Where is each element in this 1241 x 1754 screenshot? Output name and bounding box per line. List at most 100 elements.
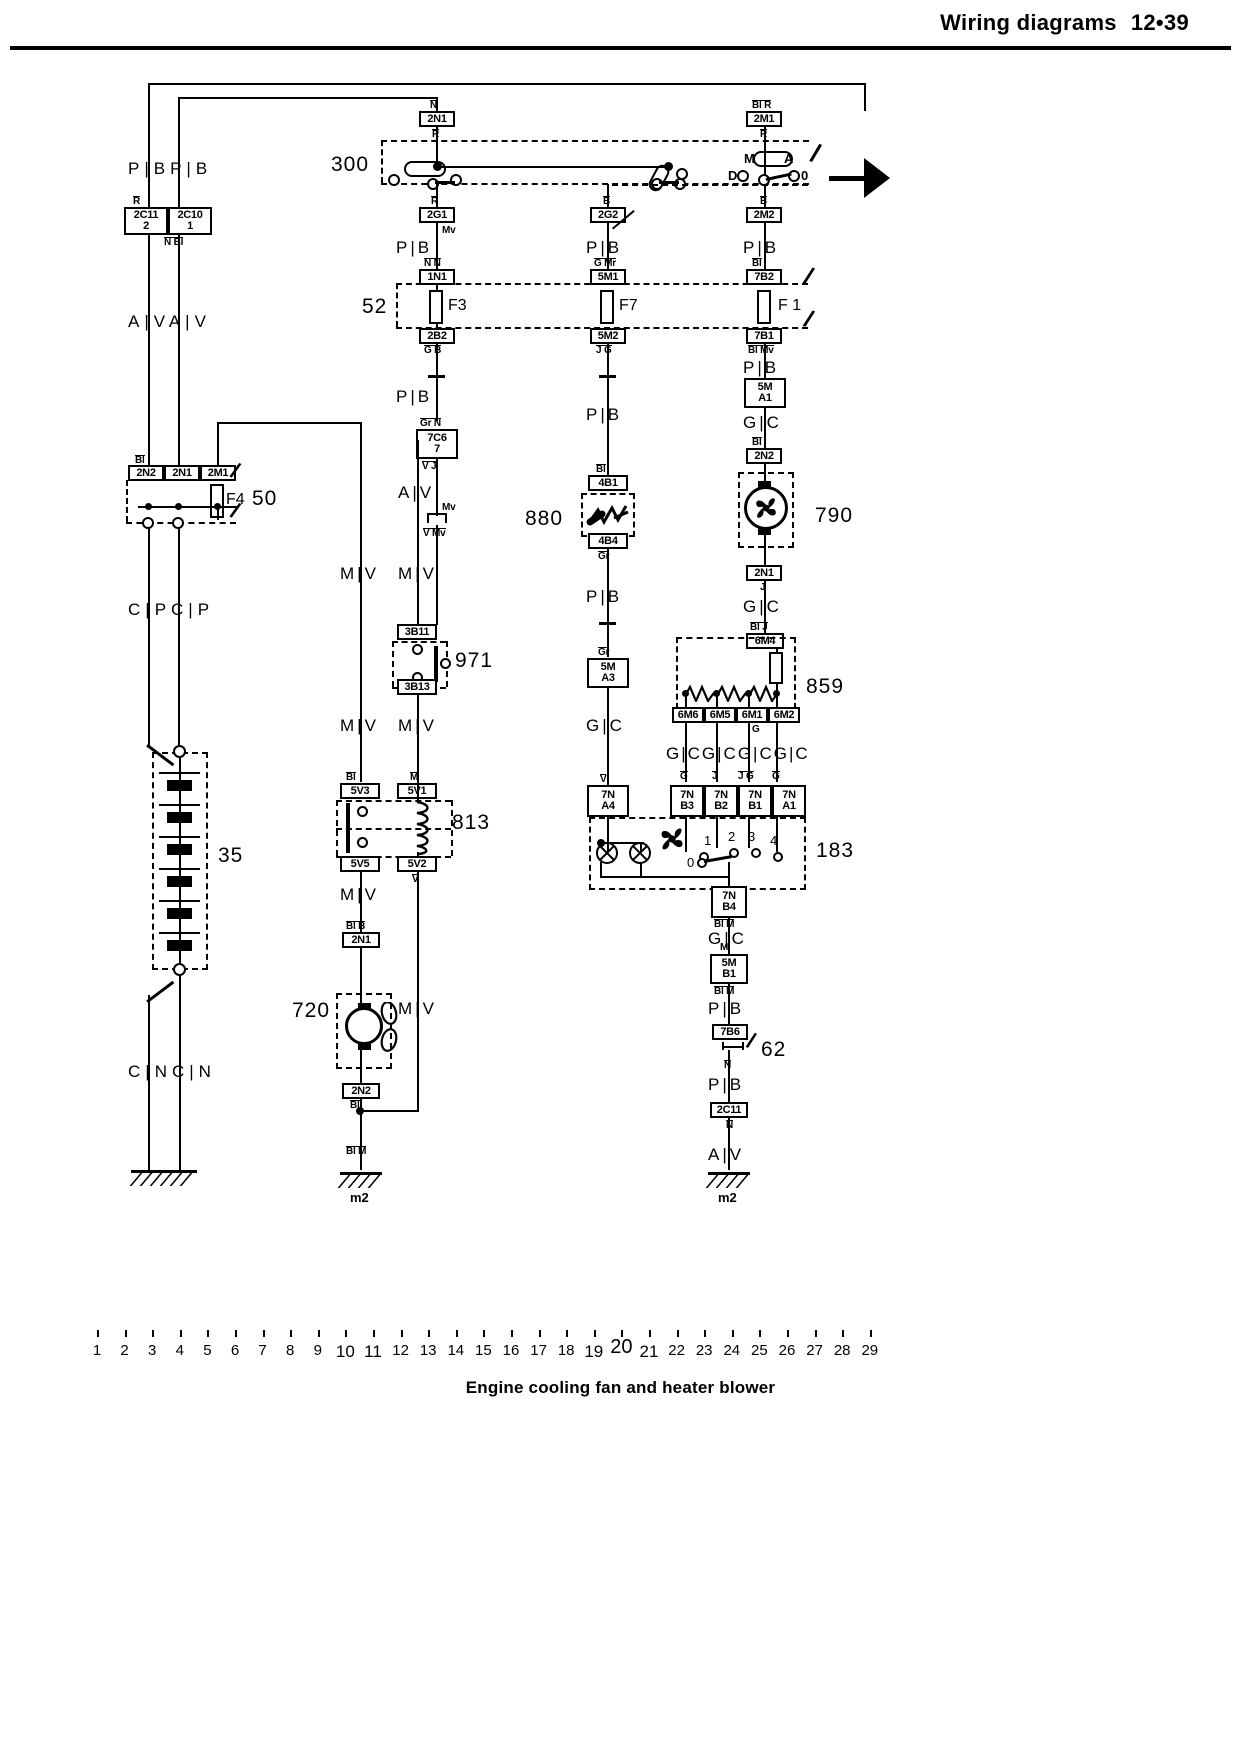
ignition-rocker[interactable]	[753, 151, 793, 167]
scale-tick-mark	[731, 1330, 734, 1337]
key-shaft	[829, 176, 869, 181]
sw300-rocker-1[interactable]	[404, 161, 446, 177]
conn62-bar	[722, 1046, 744, 1048]
component-ref-720: 720	[292, 999, 331, 1022]
scale-tick-mark	[373, 1330, 375, 1337]
conn50-dash-left	[126, 480, 128, 522]
battery-centre-wire	[179, 757, 181, 967]
wire-code-mv-splice: Mv	[442, 502, 456, 513]
scale-tick-label: 3	[148, 1342, 157, 1359]
wire-6m2-down	[776, 723, 778, 782]
wire-859-fuse-top	[776, 648, 778, 654]
wire-2b2-down	[436, 343, 438, 421]
fan-motor-720-outline	[336, 993, 392, 1069]
ignition-label-m: M	[744, 151, 755, 166]
wire-790-top	[764, 464, 766, 486]
fuse-f1	[757, 290, 771, 324]
conn50-dot-2	[175, 503, 182, 510]
connector-2n2-right: 2N2	[746, 448, 782, 464]
scale-tick-mark	[787, 1330, 789, 1337]
wire-code-n-2c11b: N	[724, 1060, 731, 1071]
sw971-bimetal	[434, 646, 438, 682]
wire-2g2-down	[607, 223, 609, 270]
relay813-dash-mid	[336, 828, 451, 830]
battery-cell-2-long	[159, 804, 200, 806]
fuse-f3	[429, 290, 443, 324]
wire-code-m-5v1: M	[410, 772, 419, 783]
illumination-bulb-1-icon	[596, 842, 618, 864]
scale-tick-label: 26	[778, 1342, 796, 1359]
scale-tick-mark	[317, 1330, 320, 1337]
battery-cell-6-plate	[167, 940, 192, 951]
fuse-f1-label: F 1	[778, 297, 802, 314]
battery-neg-lead	[146, 980, 175, 1003]
relay813-dash-bottom	[336, 856, 451, 858]
sw300-dash-left	[381, 140, 383, 183]
bottom-join-dot	[356, 1107, 364, 1115]
ignition-leader-1: /	[807, 137, 825, 169]
ground-label-2: m2	[350, 1190, 369, 1205]
fusebox-dash-left	[396, 283, 398, 327]
wire-5ma3-down	[607, 687, 609, 785]
wire-5ma1-down	[764, 407, 766, 449]
scale-tick-label: 18	[557, 1342, 575, 1359]
bus-wire-right-drop	[864, 83, 866, 111]
bus-wire-2n1-drop	[436, 97, 438, 111]
sw971-dash-left	[392, 641, 394, 687]
fan-blade-720-icon	[380, 1002, 398, 1052]
wire-left2-bottom	[179, 975, 181, 1170]
scale-tick-label: 21	[639, 1342, 659, 1361]
scale-tick-label: 14	[447, 1342, 465, 1359]
sw300-term-1a	[388, 174, 400, 186]
scale-tick-mark	[704, 1330, 707, 1337]
colour-pair-c3-pb-d: P|B	[708, 1075, 745, 1094]
wire-5v1-to-coil	[417, 782, 419, 802]
component-ref-790: 790	[815, 504, 854, 527]
illum-return-mid	[640, 862, 642, 878]
wire-7nb4-down	[728, 917, 730, 955]
scale-tick-mark	[179, 1330, 182, 1337]
scale-tick-label: 19	[584, 1342, 604, 1361]
scale-tick-label: 11	[364, 1342, 382, 1361]
blower-contact-3	[751, 848, 761, 858]
connector-2g1: 2G1	[419, 207, 455, 223]
conn50-dot-3	[214, 503, 221, 510]
wire-code-m-5mb1: M	[720, 942, 729, 953]
scale-tick-label: 23	[695, 1342, 713, 1359]
blower-contact-0	[697, 858, 707, 868]
component-ref-813: 813	[452, 811, 491, 834]
ground-symbol-1	[129, 1170, 197, 1186]
illum-node	[597, 839, 605, 847]
colour-pair-relay-mv-a: M|V	[340, 564, 379, 583]
wire-4b4-down	[607, 549, 609, 657]
colour-pair-resistor-row: G|CG|CG|CG|C	[666, 744, 810, 763]
colour-pair-c2-pb-a: P|B	[586, 238, 623, 257]
bus-wire-left1	[148, 83, 150, 213]
colour-pair-c3-gc-a: G|C	[743, 413, 782, 432]
resistor-chain-859	[685, 684, 778, 702]
component-ref-300: 300	[331, 153, 370, 176]
fuse-f7	[600, 290, 614, 324]
wire-left1-lower	[148, 527, 150, 746]
wire-6m1-down	[748, 723, 750, 782]
scale-tick-mark	[345, 1330, 348, 1337]
battery-cell-6-long	[159, 932, 200, 934]
scale-tick-label: 9	[313, 1342, 322, 1359]
scale-tick-mark	[455, 1330, 458, 1337]
wire-ign-down	[764, 184, 766, 210]
colour-pair-c3-gc-b: G|C	[743, 597, 782, 616]
colour-pair-c1-av: A|V	[398, 484, 434, 501]
wire-code-j-2n1r: J	[760, 582, 766, 593]
fuse-f7-label: F7	[619, 297, 638, 314]
sw971-actuator	[440, 658, 451, 669]
wire-2m2-down	[764, 223, 766, 270]
sw971-term-top	[412, 644, 423, 655]
scale-tick-label: 6	[230, 1342, 240, 1359]
blower-pos-4: 4	[770, 833, 778, 848]
